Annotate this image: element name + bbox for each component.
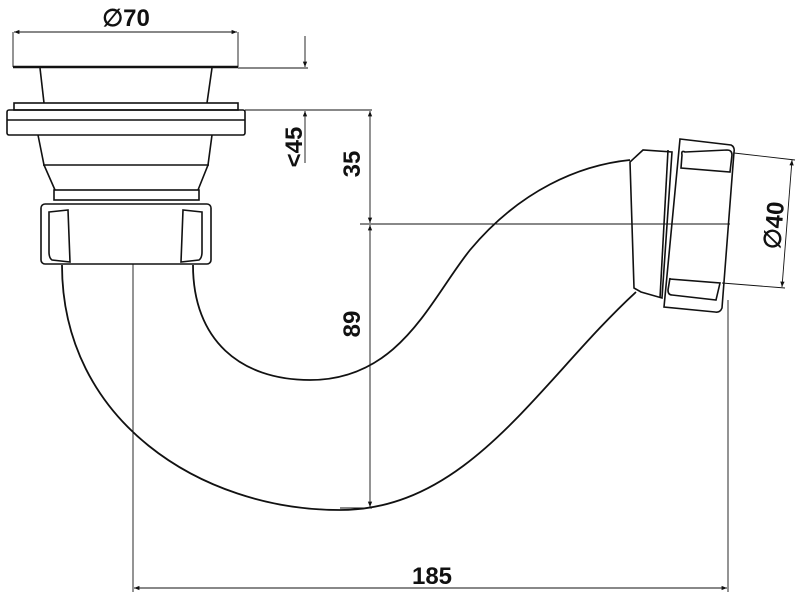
strainer	[6, 65, 246, 201]
dim-total-width: 185	[412, 563, 452, 590]
dim-height-max: <45	[281, 127, 308, 168]
dim-axis-to-bottom: 89	[339, 311, 366, 338]
top-nut	[40, 203, 212, 265]
trap-pipe	[61, 159, 637, 511]
dim-flange-to-axis: 35	[339, 151, 366, 178]
outlet-connector	[629, 138, 735, 313]
dimension-lines	[12, 29, 796, 592]
dim-top-diameter: ∅70	[102, 5, 150, 32]
dim-outlet-diameter: ∅40	[759, 200, 790, 250]
